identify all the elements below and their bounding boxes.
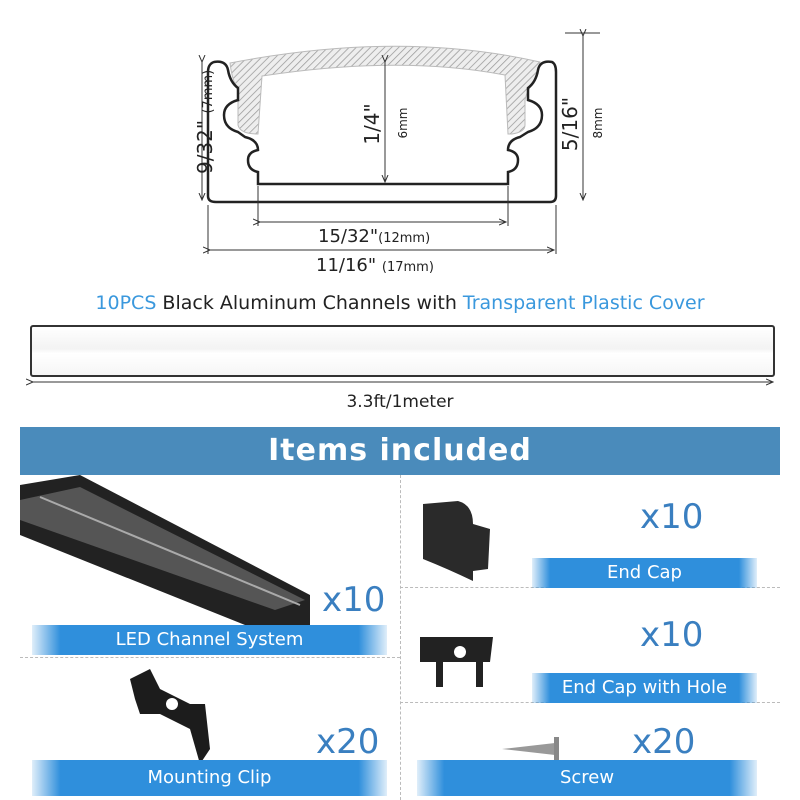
item-count: x20 (632, 722, 696, 762)
length-label: 3.3ft/1meter (346, 392, 454, 412)
item-label: Screw (417, 760, 757, 796)
mounting-clip-image (130, 669, 210, 764)
channel-side-view (30, 325, 775, 377)
items-included-panel: Items included x10 LED Channel System x2… (20, 427, 780, 800)
item-label: End Cap (532, 558, 757, 588)
width-outer-label: 11/16" (17mm) (316, 255, 434, 276)
screw-image (502, 737, 559, 763)
cover-profile (229, 45, 541, 135)
height-inner-label: 1/4" (360, 103, 384, 145)
height-total-mm: 8mm (591, 107, 605, 139)
item-count: x20 (316, 722, 380, 762)
item-count: x10 (640, 615, 704, 655)
item-count: x10 (640, 497, 704, 537)
item-count: x10 (322, 580, 386, 620)
divider (20, 657, 400, 658)
height-total-label: 5/16" (558, 96, 582, 152)
channel-profile (206, 60, 558, 204)
divider (400, 475, 401, 800)
items-header: Items included (20, 427, 780, 475)
length-dimension-line (25, 376, 780, 390)
end-cap-with-hole-image (420, 637, 493, 687)
item-label: End Cap with Hole (532, 673, 757, 703)
height-inner-mm: 6mm (396, 107, 410, 139)
end-cap-image (423, 501, 490, 581)
width-inner-label: 15/32"(12mm) (318, 226, 431, 247)
channel-cross-section-diagram (0, 0, 600, 254)
item-label: Mounting Clip (32, 760, 387, 796)
height-outer-label: 9/32" (7mm) (193, 69, 217, 174)
item-label: LED Channel System (32, 625, 387, 655)
led-channel-image (20, 475, 310, 635)
product-title: 10PCS Black Aluminum Channels with Trans… (95, 292, 705, 314)
